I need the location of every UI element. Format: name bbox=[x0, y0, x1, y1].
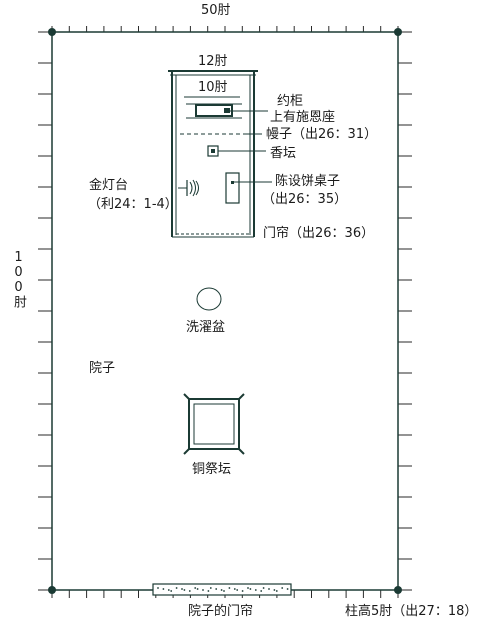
veil-label: 幔子（出26：31） bbox=[266, 127, 378, 142]
courtyard-height-label: 100肘 bbox=[11, 250, 26, 308]
curtain-dot bbox=[254, 589, 257, 591]
curtain-dot bbox=[233, 588, 236, 590]
courtyard-width-label: 50肘 bbox=[201, 3, 231, 18]
curtain-dot bbox=[220, 589, 223, 591]
court-gate-label: 院子的门帘 bbox=[188, 604, 254, 619]
curtain-dot bbox=[188, 590, 191, 592]
curtain-dot bbox=[207, 590, 210, 592]
curtain-dot bbox=[228, 587, 231, 589]
curtain-dot bbox=[268, 588, 270, 590]
corner-pillar bbox=[394, 586, 402, 594]
tabernacle-width-label: 12肘 bbox=[198, 54, 228, 69]
curtain-dot bbox=[273, 589, 276, 591]
incense-altar-label: 香坛 bbox=[270, 146, 297, 161]
table-label: 陈设饼桌子 bbox=[275, 174, 341, 189]
curtain-dot bbox=[209, 587, 212, 589]
lampstand-reference: （利24：1-4） bbox=[88, 197, 178, 212]
courtyard-label: 院子 bbox=[89, 361, 116, 376]
curtain-dot bbox=[215, 588, 218, 590]
ark-of-covenant bbox=[186, 103, 268, 119]
bronze-altar-label: 铜祭坛 bbox=[192, 462, 232, 477]
bronze-altar bbox=[183, 393, 245, 455]
incense-altar bbox=[207, 145, 266, 157]
curtain-dot bbox=[183, 589, 186, 591]
table-of-shewbread bbox=[225, 172, 272, 204]
curtain-dot bbox=[194, 587, 197, 589]
curtain-dot bbox=[175, 587, 178, 589]
corner-pillar bbox=[48, 586, 56, 594]
curtain-dot bbox=[202, 589, 204, 591]
curtain-dot bbox=[247, 587, 249, 589]
curtain-dot bbox=[162, 588, 165, 590]
tabernacle bbox=[168, 70, 258, 238]
court-gate-curtain bbox=[152, 583, 292, 596]
curtain-dot bbox=[181, 588, 183, 590]
ark-label: 约柜 bbox=[277, 94, 304, 109]
curtain-dot bbox=[236, 589, 239, 591]
lampstand-label: 金灯台 bbox=[89, 178, 129, 193]
curtain-dot bbox=[167, 589, 170, 591]
corner-pillar bbox=[48, 28, 56, 36]
curtain-dot bbox=[223, 590, 225, 592]
curtain-dot bbox=[281, 587, 284, 589]
curtain-dot bbox=[157, 587, 159, 589]
curtain-dot bbox=[196, 588, 199, 590]
curtain-dot bbox=[262, 587, 265, 589]
curtain-dot bbox=[286, 588, 289, 590]
curtain-dot bbox=[275, 590, 278, 592]
curtain-dot bbox=[249, 588, 252, 590]
mercy-seat-label: 上有施恩座 bbox=[270, 110, 336, 125]
door-curtain-label: 门帘（出26：36） bbox=[263, 226, 375, 241]
curtain-dot bbox=[170, 590, 173, 592]
corner-pillar bbox=[394, 28, 402, 36]
measurement-ticks bbox=[38, 26, 412, 598]
curtain-dot bbox=[241, 590, 244, 592]
holy-place-width-label: 10肘 bbox=[198, 80, 228, 95]
pillar-height-label: 柱高5肘（出27：18） bbox=[345, 604, 478, 619]
curtain-dot bbox=[260, 590, 263, 592]
golden-lampstand bbox=[178, 179, 199, 197]
table-reference: （出26：35） bbox=[262, 192, 348, 207]
laver bbox=[196, 287, 222, 311]
laver-label: 洗濯盆 bbox=[186, 320, 226, 335]
